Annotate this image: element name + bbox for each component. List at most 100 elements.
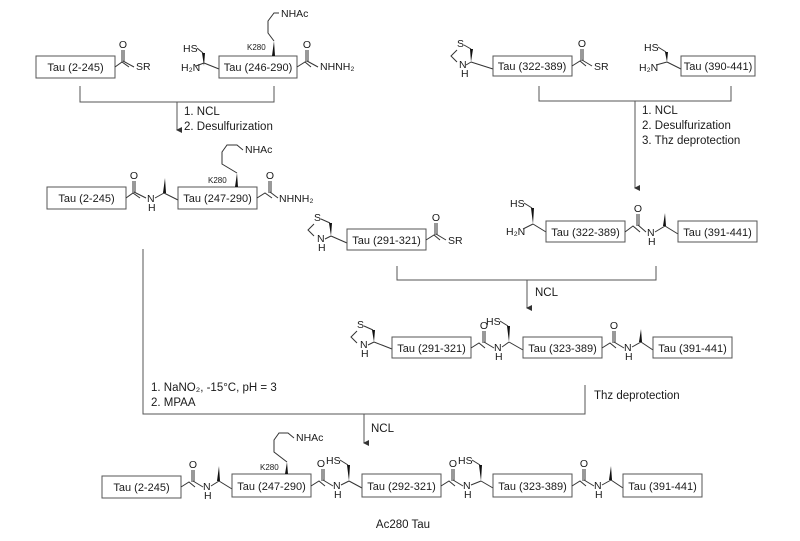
stereo-wedge (665, 52, 668, 62)
condition-text: 1. NaNO₂, -15°C, pH = 3 (151, 382, 277, 394)
condition-text: NCL (535, 287, 559, 299)
hydrogen-atom: H (334, 489, 342, 501)
bond (657, 46, 667, 53)
reaction-bracket (538, 86, 732, 102)
fragment-label: Tau (2-245) (113, 482, 169, 494)
condition-text: NCL (371, 423, 395, 435)
hydrazide-nhnh2: NHNH₂ (320, 61, 354, 73)
hydrogen-atom: H (318, 242, 326, 254)
bond (180, 481, 196, 488)
fragment-label: Tau (291-321) (397, 343, 466, 355)
k280-label: K280 (247, 43, 266, 52)
bond (470, 61, 494, 70)
reaction-bracket (396, 266, 657, 281)
bond (310, 480, 326, 487)
bond (583, 479, 595, 487)
thiol-hs: HS (458, 455, 473, 467)
bond (522, 223, 534, 230)
bond (133, 191, 147, 199)
fragment-label: Tau (247-290) (183, 193, 252, 205)
fragment-label: Tau (246-290) (224, 62, 293, 74)
bond (330, 235, 348, 244)
nitrogen-atom: N (594, 480, 602, 492)
thiol-hs: HS (183, 43, 198, 55)
k280-label: K280 (260, 463, 279, 472)
fragment-label: Tau (323-389) (498, 481, 567, 493)
oxygen-atom: O (303, 39, 311, 51)
bond (501, 341, 510, 348)
lysine-side-chain (221, 144, 244, 174)
bond (470, 480, 482, 486)
fragment-tau-291-321-thz-thioester: S N H Tau (291-321) O SR (307, 212, 463, 254)
bond (483, 341, 495, 349)
condition-text: Thz deprotection (594, 390, 680, 402)
stereo-wedge (285, 462, 288, 474)
bond (532, 223, 547, 233)
bond (664, 225, 679, 235)
oxygen-atom: O (189, 459, 197, 471)
sulfur-atom: S (357, 319, 364, 331)
stereo-wedge (272, 41, 275, 56)
condition-text: 2. Desulfurization (184, 121, 273, 133)
condition-text: 2. MPAA (151, 397, 196, 409)
hydrogen-atom: H (648, 236, 656, 248)
thiol-hs: HS (486, 316, 501, 328)
sulfur-atom: S (457, 38, 464, 50)
hydrogen-atom: H (148, 202, 156, 214)
bond (373, 341, 393, 350)
bond (666, 61, 682, 70)
hydrogen-atom: H (625, 351, 633, 363)
thz-ring (307, 223, 315, 237)
hydrogen-atom: H (464, 489, 472, 501)
oxygen-atom: O (266, 170, 274, 182)
bond (571, 60, 587, 67)
fragment-tau-322-389-thz-thioester: S N H Tau (322-389) O SR (450, 38, 609, 80)
sulfur-atom: S (314, 212, 321, 224)
stereo-wedge (372, 330, 375, 342)
bond (195, 62, 205, 67)
bond (523, 202, 533, 209)
bond (471, 459, 481, 466)
bond (601, 479, 612, 486)
thiol-hs: HS (326, 455, 341, 467)
nitrogen-atom: N (360, 339, 368, 351)
stereo-wedge (663, 213, 666, 226)
bond (571, 480, 587, 487)
bond (196, 47, 204, 54)
bond (322, 479, 334, 487)
bond (601, 342, 617, 349)
thiol-hs: HS (644, 42, 659, 54)
stereo-wedge (235, 173, 238, 187)
fragment-box (677, 220, 758, 243)
bond (122, 60, 135, 68)
oxygen-atom: O (119, 39, 127, 51)
acetyl-lysine-nhac: NHAc (281, 8, 308, 20)
stereo-wedge (609, 466, 612, 480)
fragment-label: Tau (2-245) (58, 193, 114, 205)
fragment-label: Tau (292-321) (367, 481, 436, 493)
fragment-label: Tau (323-389) (528, 343, 597, 355)
acetyl-lysine-nhac: NHAc (296, 432, 323, 444)
bond (192, 480, 204, 488)
amine-h2n: H₂N (639, 62, 658, 74)
fragment-label: Tau (247-290) (237, 481, 306, 493)
fragment-box (652, 336, 733, 359)
stereo-wedge (507, 326, 510, 342)
bond (320, 218, 331, 224)
stereo-wedge (217, 466, 220, 481)
bond (463, 44, 472, 50)
bond (306, 60, 319, 68)
fragment-label: Tau (291-321) (352, 235, 421, 247)
stereo-wedge (531, 208, 534, 224)
nitrogen-atom: N (494, 342, 502, 354)
fragment-tau-2-245-thioester: Tau (2-245) O SR (35, 39, 151, 79)
bond (340, 480, 350, 486)
bond (324, 235, 332, 240)
oxygen-atom: O (449, 458, 457, 470)
bond (348, 480, 363, 489)
hydrogen-atom: H (595, 489, 603, 501)
oxygen-atom: O (610, 320, 618, 332)
condition-text: 1. NCL (642, 105, 678, 117)
bond (613, 341, 625, 349)
